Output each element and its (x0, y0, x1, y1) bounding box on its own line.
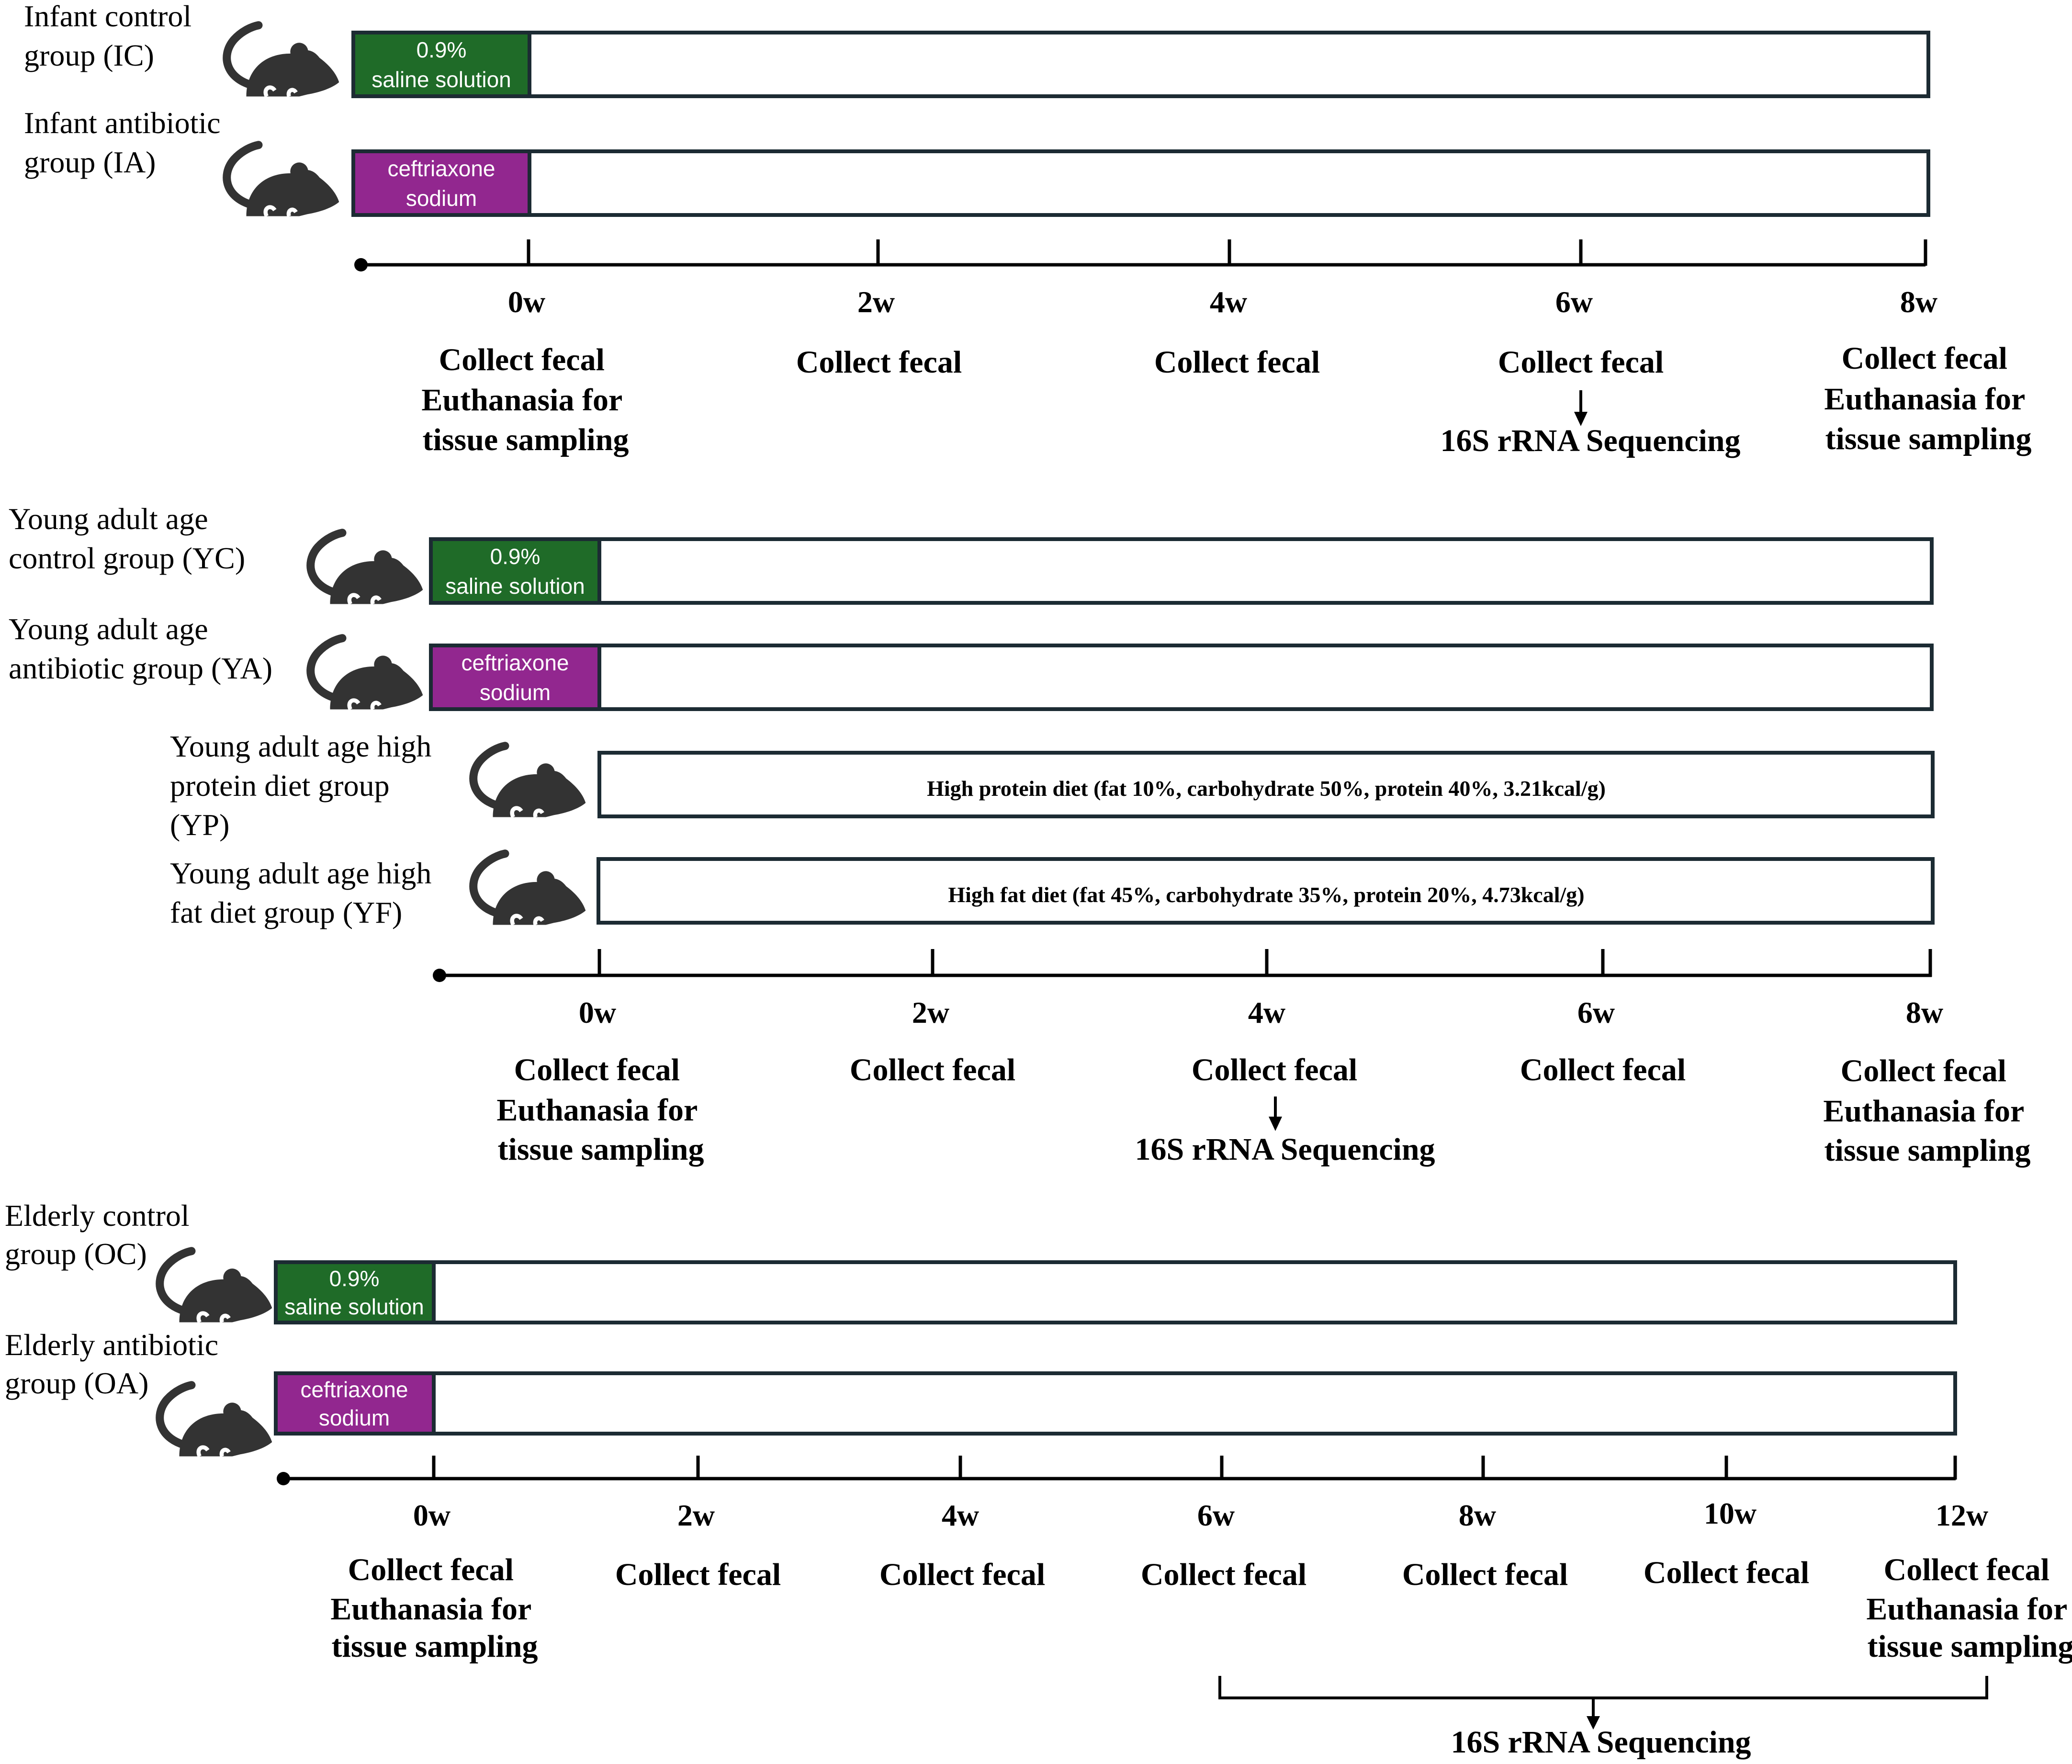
annotation-0w: Collect fecal Euthanasia for tissue samp… (496, 1052, 705, 1167)
tick-label: 0w (508, 285, 545, 319)
sequencing-4w: 16S rRNA Sequencing (1135, 1132, 1435, 1167)
tick-label: 4w (1210, 285, 1247, 319)
arrow-head-icon (1269, 1117, 1282, 1131)
young-adult-section: Young adult age control group (YC) 0.9% … (9, 502, 2031, 1168)
arrow-head-icon (1587, 1716, 1600, 1730)
fat-diet-label: High fat diet (fat 45%, carbohydrate 35%… (948, 882, 1584, 907)
axis-start-dot (277, 1472, 290, 1485)
sequencing-bracket-label: 16S rRNA Sequencing (1451, 1725, 1751, 1760)
tick-label: 10w (1704, 1496, 1757, 1530)
yf-timeline-bar (597, 857, 1935, 925)
sequencing-bracket (1218, 1676, 1988, 1699)
axis-start-dot (354, 258, 368, 271)
ia-timeline-bar (351, 149, 1930, 217)
saline-box (274, 1260, 436, 1324)
tick-label: 0w (579, 995, 616, 1029)
mouse-icon (311, 638, 423, 710)
antibiotic-box (351, 149, 531, 217)
oa-label: Elderly antibiotic group (OA) (5, 1328, 226, 1400)
yc-label: Young adult age control group (YC) (9, 502, 245, 575)
annotation-0w: Collect fecal Euthanasia for tissue samp… (330, 1552, 539, 1664)
tick-label: 0w (413, 1498, 450, 1532)
annotation-4w: Collect fecal (1154, 345, 1320, 380)
tick-label: 4w (1248, 995, 1285, 1029)
tick-label: 2w (857, 285, 895, 319)
tick-label: 6w (1197, 1498, 1235, 1532)
ia-label: Infant antibiotic group (IA) (24, 106, 228, 179)
elderly-section: Elderly control group (OC) 0.9% saline s… (5, 1199, 2072, 1760)
antibiotic-name-1: ceftriaxone (461, 650, 569, 675)
yc-timeline-bar (429, 537, 1934, 605)
tick-label: 4w (942, 1498, 979, 1532)
ya-timeline-bar (429, 644, 1934, 711)
mouse-icon (473, 854, 586, 925)
annotation-4w: Collect fecal (879, 1557, 1045, 1592)
tick-label: 6w (1577, 995, 1615, 1029)
infant-section: Infant control group (IC) 0.9% saline so… (24, 0, 2032, 458)
mouse-icon (311, 533, 423, 604)
antibiotic-box (274, 1371, 436, 1436)
saline-dose: 0.9% (490, 544, 541, 569)
tick-label: 2w (912, 995, 949, 1029)
saline-dose: 0.9% (417, 37, 467, 62)
mouse-icon (160, 1385, 272, 1457)
yf-label: Young adult age high fat diet group (YF) (170, 856, 439, 929)
ic-label: Infant control group (IC) (24, 0, 199, 72)
saline-name: saline solution (372, 67, 511, 92)
annotation-4w: Collect fecal (1192, 1052, 1357, 1087)
antibiotic-name-2: sodium (319, 1405, 390, 1430)
mouse-icon (227, 145, 339, 216)
antibiotic-name-1: ceftriaxone (387, 156, 495, 181)
yp-label: Young adult age high protein diet group … (170, 729, 439, 842)
annotation-6w: Collect fecal (1141, 1557, 1306, 1592)
tick-label: 8w (1459, 1498, 1496, 1532)
annotation-8w: Collect fecal (1402, 1557, 1568, 1592)
saline-box (429, 537, 601, 605)
yp-timeline-bar (597, 751, 1935, 818)
antibiotic-box (429, 644, 601, 711)
tick-label: 12w (1936, 1498, 1988, 1532)
tick-label: 8w (1900, 285, 1937, 319)
annotation-2w: Collect fecal (796, 345, 962, 380)
annotation-8w: Collect fecal Euthanasia for tissue samp… (1824, 341, 2032, 456)
oc-timeline-bar (274, 1260, 1957, 1324)
annotation-6w: Collect fecal (1498, 345, 1664, 380)
oc-label: Elderly control group (OC) (5, 1199, 197, 1271)
annotation-8w: Collect fecal Euthanasia for tissue samp… (1823, 1053, 2031, 1168)
saline-dose: 0.9% (329, 1266, 380, 1291)
annotation-10w: Collect fecal (1644, 1555, 1809, 1590)
ya-label: Young adult age antibiotic group (YA) (9, 612, 272, 685)
saline-name: saline solution (445, 574, 585, 599)
saline-name: saline solution (284, 1294, 424, 1319)
antibiotic-name-2: sodium (480, 680, 551, 705)
mouse-icon (473, 746, 586, 817)
annotation-6w: Collect fecal (1520, 1052, 1686, 1087)
saline-box (351, 31, 531, 98)
mouse-icon (227, 25, 339, 97)
antibiotic-name-1: ceftriaxone (300, 1377, 408, 1402)
mouse-icon (160, 1251, 272, 1323)
sequencing-6w: 16S rRNA Sequencing (1440, 423, 1740, 458)
protein-diet-label: High protein diet (fat 10%, carbohydrate… (927, 776, 1606, 801)
annotation-2w: Collect fecal (850, 1052, 1015, 1087)
ic-timeline-bar (351, 31, 1930, 98)
annotation-2w: Collect fecal (615, 1557, 781, 1592)
tick-label: 6w (1555, 285, 1593, 319)
axis-start-dot (433, 969, 446, 982)
arrow-head-icon (1574, 412, 1588, 426)
tick-label: 2w (677, 1498, 715, 1532)
annotation-12w: Collect fecal Euthanasia for tissue samp… (1866, 1552, 2072, 1664)
annotation-0w: Collect fecal Euthanasia for tissue samp… (421, 342, 630, 457)
antibiotic-name-2: sodium (406, 186, 477, 211)
oa-timeline-bar (274, 1371, 1957, 1436)
tick-label: 8w (1906, 995, 1943, 1029)
